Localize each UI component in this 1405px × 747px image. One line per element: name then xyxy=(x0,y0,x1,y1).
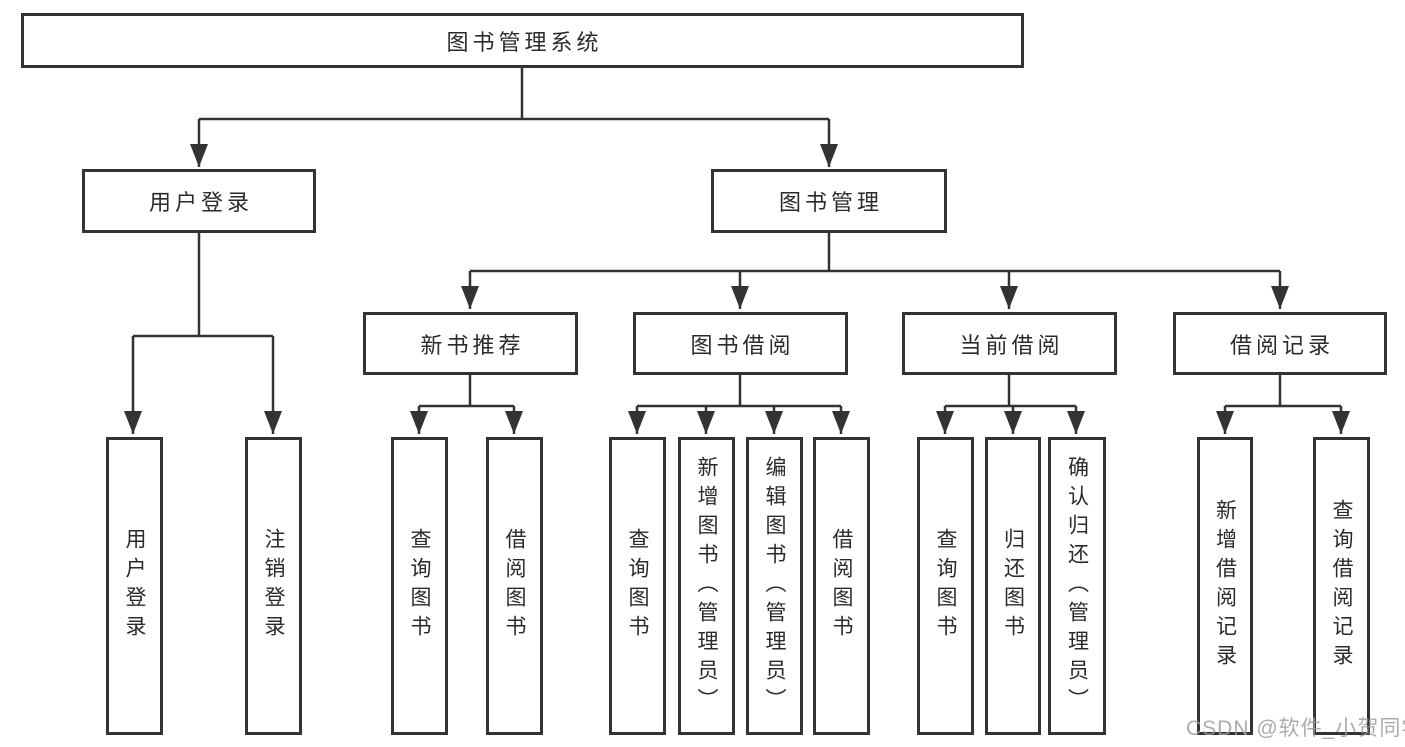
node-root-library-system: 图书管理系统 xyxy=(21,13,1024,68)
leaf-query-books-recommend: 查询图书 xyxy=(391,437,448,735)
leaf-query-books-borrowing: 查询图书 xyxy=(609,437,666,735)
leaf-query-books-current: 查询图书 xyxy=(917,437,974,735)
leaf-query-borrow-record: 查询借阅记录 xyxy=(1313,437,1370,735)
node-current-borrowing: 当前借阅 xyxy=(902,312,1117,375)
node-borrow-records: 借阅记录 xyxy=(1173,312,1387,375)
leaf-query-books-recommend-label: 查询图书 xyxy=(408,528,432,644)
node-user-login-branch-label: 用户登录 xyxy=(148,190,253,215)
leaf-borrow-books-borrowing: 借阅图书 xyxy=(813,437,870,735)
leaf-logout: 注销登录 xyxy=(245,437,302,735)
leaf-add-borrow-record: 新增借阅记录 xyxy=(1197,437,1253,735)
leaf-confirm-return-admin: 确认归还（管理员） xyxy=(1048,437,1106,735)
node-book-management-label: 图书管理 xyxy=(778,190,883,215)
leaf-add-books-admin-label: 新增图书（管理员） xyxy=(695,455,719,717)
leaf-edit-books-admin: 编辑图书（管理员） xyxy=(746,437,803,735)
leaf-borrow-books-recommend-label: 借阅图书 xyxy=(503,528,527,644)
csdn-watermark: CSDN @软件_小贺同学 xyxy=(1186,717,1405,740)
leaf-edit-books-admin-label: 编辑图书（管理员） xyxy=(763,455,787,717)
leaf-return-books: 归还图书 xyxy=(985,437,1041,735)
leaf-query-books-current-label: 查询图书 xyxy=(934,528,958,644)
leaf-user-login: 用户登录 xyxy=(106,437,163,735)
leaf-user-login-label: 用户登录 xyxy=(123,528,147,644)
node-root-label: 图书管理系统 xyxy=(446,29,603,55)
leaf-confirm-return-admin-label: 确认归还（管理员） xyxy=(1065,455,1089,717)
leaf-add-borrow-record-label: 新增借阅记录 xyxy=(1213,499,1237,673)
leaf-borrow-books-borrowing-label: 借阅图书 xyxy=(830,528,854,644)
leaf-return-books-label: 归还图书 xyxy=(1001,528,1025,644)
node-borrow-records-label: 借阅记录 xyxy=(1229,332,1334,358)
leaf-logout-label: 注销登录 xyxy=(262,528,286,644)
node-user-login-branch: 用户登录 xyxy=(82,169,316,233)
leaf-add-books-admin: 新增图书（管理员） xyxy=(678,437,735,735)
leaf-borrow-books-recommend: 借阅图书 xyxy=(486,437,543,735)
node-book-borrowing: 图书借阅 xyxy=(633,312,848,375)
node-current-borrowing-label: 当前借阅 xyxy=(959,332,1064,358)
node-book-borrowing-label: 图书借阅 xyxy=(690,332,795,358)
node-new-book-recommend-label: 新书推荐 xyxy=(420,332,525,358)
node-new-book-recommend: 新书推荐 xyxy=(363,312,578,375)
node-book-management: 图书管理 xyxy=(711,169,947,233)
leaf-query-borrow-record-label: 查询借阅记录 xyxy=(1330,499,1354,673)
leaf-query-books-borrowing-label: 查询图书 xyxy=(626,528,650,644)
